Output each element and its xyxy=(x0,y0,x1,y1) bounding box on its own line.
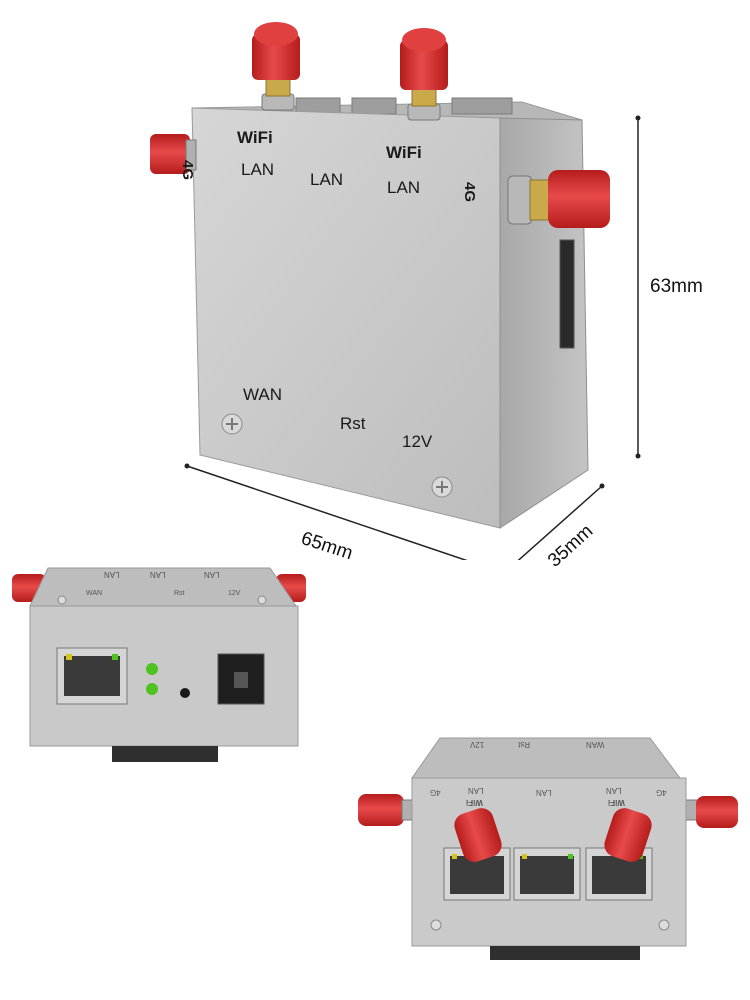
front-label-wifi-right: WiFi xyxy=(608,798,625,807)
led-icon xyxy=(146,683,158,695)
front-label-lan-left: LAN xyxy=(468,786,484,795)
rear-device-view: WAN Rst 12V LAN LAN LAN xyxy=(0,560,330,770)
rear-label-wan: WAN xyxy=(86,590,103,597)
main-device-illustration xyxy=(150,22,641,560)
front-label-top-12v: 12V xyxy=(470,740,485,749)
led-icon xyxy=(146,663,158,675)
front-label-top-wan: WAN xyxy=(586,740,605,749)
front-label-4g-left: 4G xyxy=(430,788,441,797)
label-12v: 12V xyxy=(402,432,433,451)
label-wifi-right: WiFi xyxy=(386,143,422,162)
rear-label-lan-b: LAN xyxy=(150,570,166,579)
front-device-view: 12V Rst WAN WiFi LAN LAN WiFi LAN 4G 4G xyxy=(350,730,750,970)
front-label-lan-middle: LAN xyxy=(536,788,552,797)
label-rst: Rst xyxy=(340,414,366,433)
label-4g-left: 4G xyxy=(179,160,196,181)
rear-label-lan-c: LAN xyxy=(204,570,220,579)
front-label-lan-right: LAN xyxy=(606,786,622,795)
front-device-illustration xyxy=(358,737,738,960)
label-4g-right: 4G xyxy=(461,182,478,203)
label-lan-right: LAN xyxy=(387,178,421,197)
rear-label-lan-a: LAN xyxy=(104,570,120,579)
main-device-view: WiFi LAN LAN WiFi LAN 4G 4G WAN Rst 12V … xyxy=(150,22,703,572)
label-lan-middle: LAN xyxy=(310,170,344,189)
front-label-top-rst: Rst xyxy=(518,740,530,749)
reset-hole-icon xyxy=(180,688,190,698)
label-lan-left: LAN xyxy=(241,160,275,179)
label-wifi-left: WiFi xyxy=(237,128,273,147)
rear-label-rst: Rst xyxy=(174,590,185,597)
front-label-wifi-left: WiFi xyxy=(466,798,483,807)
label-wan: WAN xyxy=(243,385,283,404)
dimension-height-label: 63mm xyxy=(650,276,703,297)
front-label-4g-right: 4G xyxy=(656,788,667,797)
rear-label-12v: 12V xyxy=(228,590,241,597)
rear-device-illustration xyxy=(12,567,306,762)
